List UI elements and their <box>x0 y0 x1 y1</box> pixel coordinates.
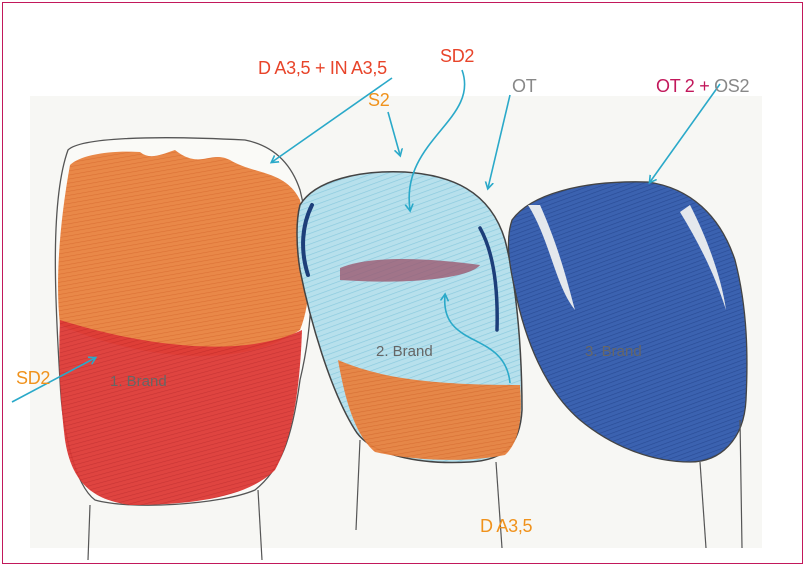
label-top-center-part1: D A3,5 <box>258 58 310 78</box>
label-right-part1: OT 2 <box>656 76 694 96</box>
label-ot: OT <box>512 76 536 97</box>
label-sd2-left: SD2 <box>16 368 50 389</box>
arrow-ot <box>488 95 510 188</box>
label-sd2-top: SD2 <box>440 46 474 67</box>
label-s2: S2 <box>368 90 389 111</box>
tooth-2-label: 2. Brand <box>376 343 433 360</box>
label-right: OT 2 + OS2 <box>656 76 749 97</box>
tooth-1-label: 1. Brand <box>110 373 167 390</box>
label-top-center: D A3,5 + IN A3,5 <box>258 58 387 79</box>
tooth-1-cervical-area <box>59 320 302 505</box>
arrow-right-label <box>650 84 720 182</box>
tooth-3 <box>508 182 747 548</box>
tooth-3-label: 3. Brand <box>585 343 642 360</box>
label-top-center-part2: + IN A3,5 <box>315 58 387 78</box>
tooth-1 <box>55 138 311 560</box>
label-right-part2: OS2 <box>714 76 749 96</box>
tooth-1-incisal-area <box>58 150 309 356</box>
label-right-plus: + <box>699 76 709 96</box>
label-bottom: D A3,5 <box>480 516 532 537</box>
arrow-s2 <box>388 112 400 155</box>
